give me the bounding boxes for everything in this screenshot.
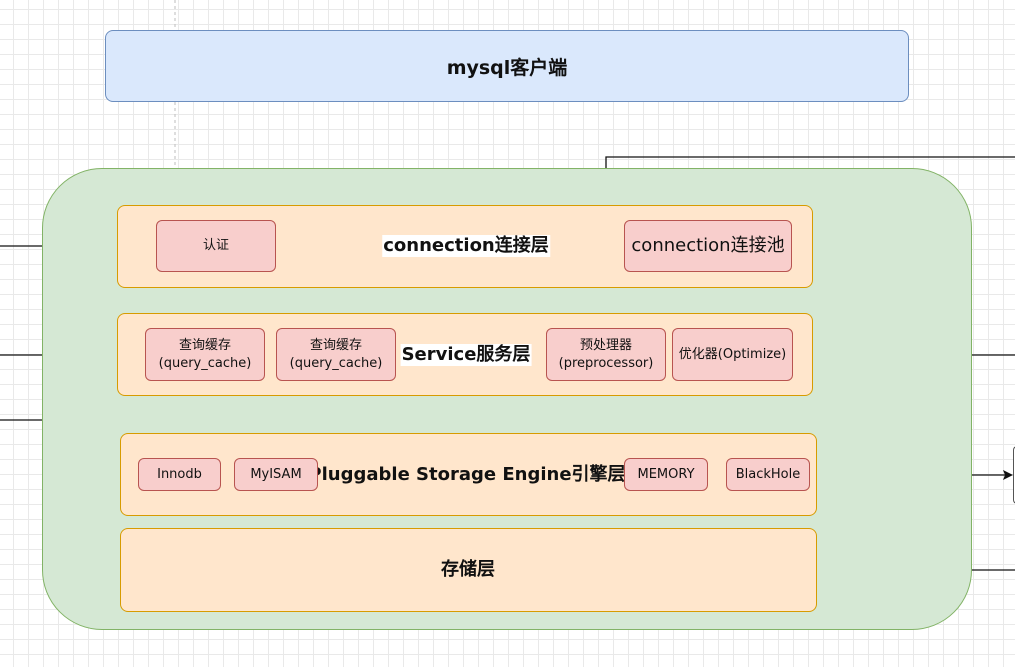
memory-node[interactable]: MEMORY	[624, 458, 708, 491]
mysql-client-box[interactable]: mysql客户端	[105, 30, 909, 102]
auth-node-label: 认证	[202, 238, 229, 253]
query-cache-b-line1: 查询缓存	[309, 337, 362, 353]
query-cache-b-line2: (query_cache)	[289, 355, 383, 371]
myisam-node[interactable]: MyISAM	[234, 458, 318, 491]
innodb-label: Innodb	[157, 466, 202, 482]
service-layer-title: Service服务层	[400, 344, 532, 366]
myisam-label: MyISAM	[250, 466, 302, 482]
optimizer-node[interactable]: 优化器(Optimize)	[672, 328, 793, 381]
storage-layer-title: 存储层	[441, 559, 495, 580]
storage-layer[interactable]	[120, 528, 817, 612]
auth-node[interactable]: 认证	[156, 220, 276, 272]
blackhole-label: BlackHole	[735, 466, 801, 482]
query-cache-a-line2: (query_cache)	[158, 355, 252, 371]
query-cache-node-b[interactable]: 查询缓存 (query_cache)	[276, 328, 396, 381]
storage-engine-layer-title: Pluggable Storage Engine引擎层	[308, 464, 626, 485]
connection-layer-title: connection连接层	[382, 235, 550, 257]
innodb-node[interactable]: Innodb	[138, 458, 221, 491]
preprocessor-line2: (preprocessor)	[558, 355, 654, 371]
connection-pool-node[interactable]: connection连接池	[624, 220, 792, 272]
query-cache-node-a[interactable]: 查询缓存 (query_cache)	[145, 328, 265, 381]
arrow-head-icon	[1003, 470, 1013, 480]
preprocessor-node[interactable]: 预处理器 (preprocessor)	[546, 328, 666, 381]
connection-pool-label: connection连接池	[631, 235, 785, 256]
blackhole-node[interactable]: BlackHole	[726, 458, 810, 491]
optimizer-label: 优化器(Optimize)	[678, 346, 787, 362]
preprocessor-line1: 预处理器	[579, 337, 632, 353]
query-cache-a-line1: 查询缓存	[178, 337, 231, 353]
mysql-client-label: mysql客户端	[446, 56, 568, 79]
memory-label: MEMORY	[637, 466, 695, 482]
